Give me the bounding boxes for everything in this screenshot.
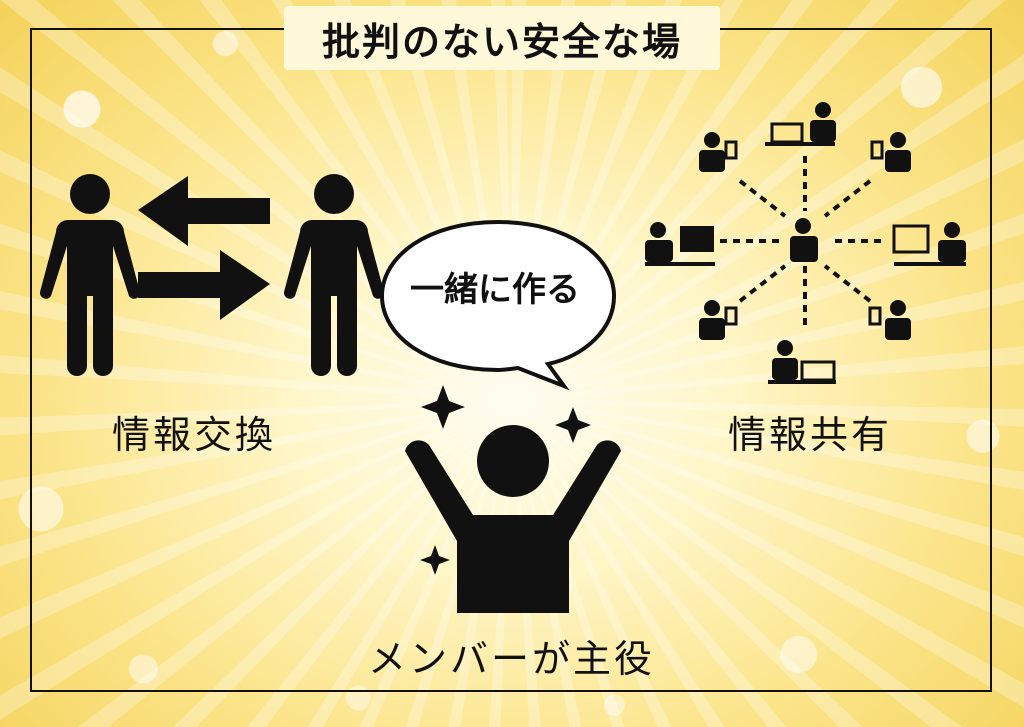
speech-bubble-text: 一緒に作る bbox=[410, 270, 580, 310]
label-exchange: 情報交換 bbox=[112, 413, 277, 457]
label-share: 情報共有 bbox=[728, 413, 893, 457]
page-title: 批判のない安全な場 bbox=[284, 6, 720, 70]
two-people-exchange-arrows-icon bbox=[39, 174, 385, 376]
person-raising-arms-sparkles-icon bbox=[405, 385, 621, 613]
speech-bubble bbox=[379, 219, 617, 391]
network-people-computers-icon bbox=[645, 102, 966, 384]
label-member: メンバーが主役 bbox=[368, 637, 656, 681]
